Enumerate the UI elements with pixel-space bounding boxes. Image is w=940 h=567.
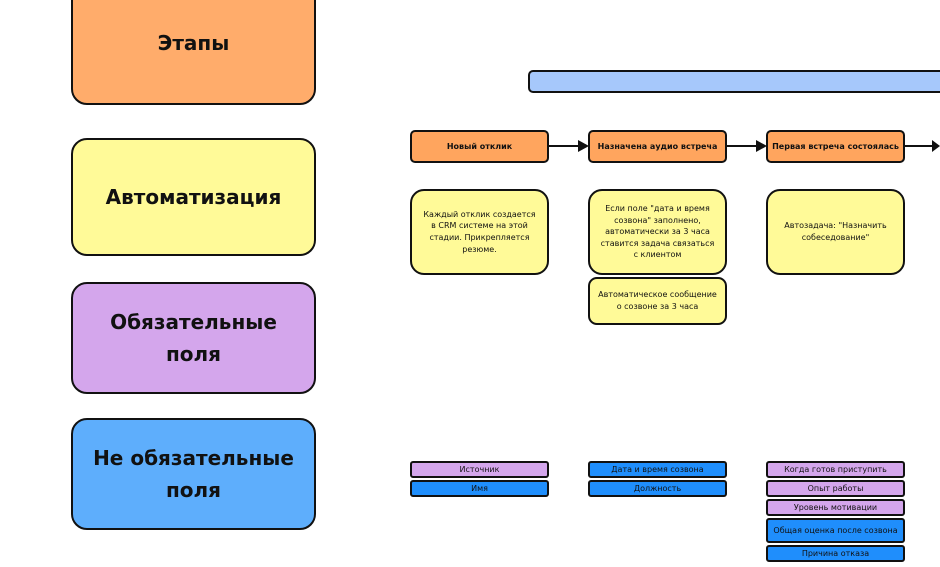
field-label: Дата и время созвона — [611, 464, 704, 474]
stage-first-meeting-held[interactable]: Первая встреча состоялась — [766, 130, 905, 163]
field-label: Общая оценка после созвона — [773, 525, 898, 535]
arrow-2-head — [756, 140, 767, 152]
stage-label: Назначена аудио встреча — [597, 141, 718, 151]
field-label: Причина отказа — [801, 548, 870, 558]
field-call-datetime[interactable]: Дата и время созвона — [588, 461, 727, 478]
field-label: Должность — [633, 483, 682, 493]
legend-automation-label: Автоматизация — [105, 185, 282, 209]
stage-audio-meeting-scheduled[interactable]: Назначена аудио встреча — [588, 130, 727, 163]
automation-text: Автоматическое сообщение о созвоне за 3 … — [598, 290, 717, 311]
automation-note-1: Каждый отклик создается в CRM системе на… — [410, 189, 549, 275]
arrow-3-head — [932, 140, 940, 152]
legend-optional-label: Не обязательные поля — [93, 446, 294, 502]
field-label: Опыт работы — [807, 483, 864, 493]
field-position[interactable]: Должность — [588, 480, 727, 497]
field-label: Уровень мотивации — [793, 502, 878, 512]
automation-text: Автозадача: "Назначить собеседование" — [784, 221, 887, 242]
field-label: Имя — [471, 483, 488, 493]
automation-text: Каждый отклик создается в CRM системе на… — [423, 209, 536, 254]
field-work-experience[interactable]: Опыт работы — [766, 480, 905, 497]
field-label: Источник — [459, 464, 500, 474]
legend-required-label: Обязательные поля — [110, 310, 277, 366]
legend-automation: Автоматизация — [71, 138, 316, 256]
automation-note-3: Автоматическое сообщение о созвоне за 3 … — [588, 277, 727, 325]
legend-stages: Этапы — [71, 0, 316, 105]
field-motivation-level[interactable]: Уровень мотивации — [766, 499, 905, 516]
automation-note-2: Если поле "дата и время созвона" заполне… — [588, 189, 727, 275]
arrow-1-head — [578, 140, 589, 152]
automation-text: Если поле "дата и время созвона" заполне… — [600, 204, 715, 260]
stage-new-response[interactable]: Новый отклик — [410, 130, 549, 163]
automation-note-4: Автозадача: "Назначить собеседование" — [766, 189, 905, 275]
field-rejection-reason[interactable]: Причина отказа — [766, 545, 905, 562]
field-name[interactable]: Имя — [410, 480, 549, 497]
legend-required-fields: Обязательные поля — [71, 282, 316, 394]
legend-stages-label: Этапы — [157, 30, 230, 55]
stage-label: Первая встреча состоялась — [772, 141, 899, 151]
field-source[interactable]: Источник — [410, 461, 549, 478]
field-label: Когда готов приступить — [784, 464, 887, 474]
field-ready-to-start[interactable]: Когда готов приступить — [766, 461, 905, 478]
legend-optional-fields: Не обязательные поля — [71, 418, 316, 530]
stage-label: Новый отклик — [446, 141, 513, 151]
pipeline-banner — [528, 70, 940, 93]
field-overall-rating[interactable]: Общая оценка после созвона — [766, 518, 905, 543]
